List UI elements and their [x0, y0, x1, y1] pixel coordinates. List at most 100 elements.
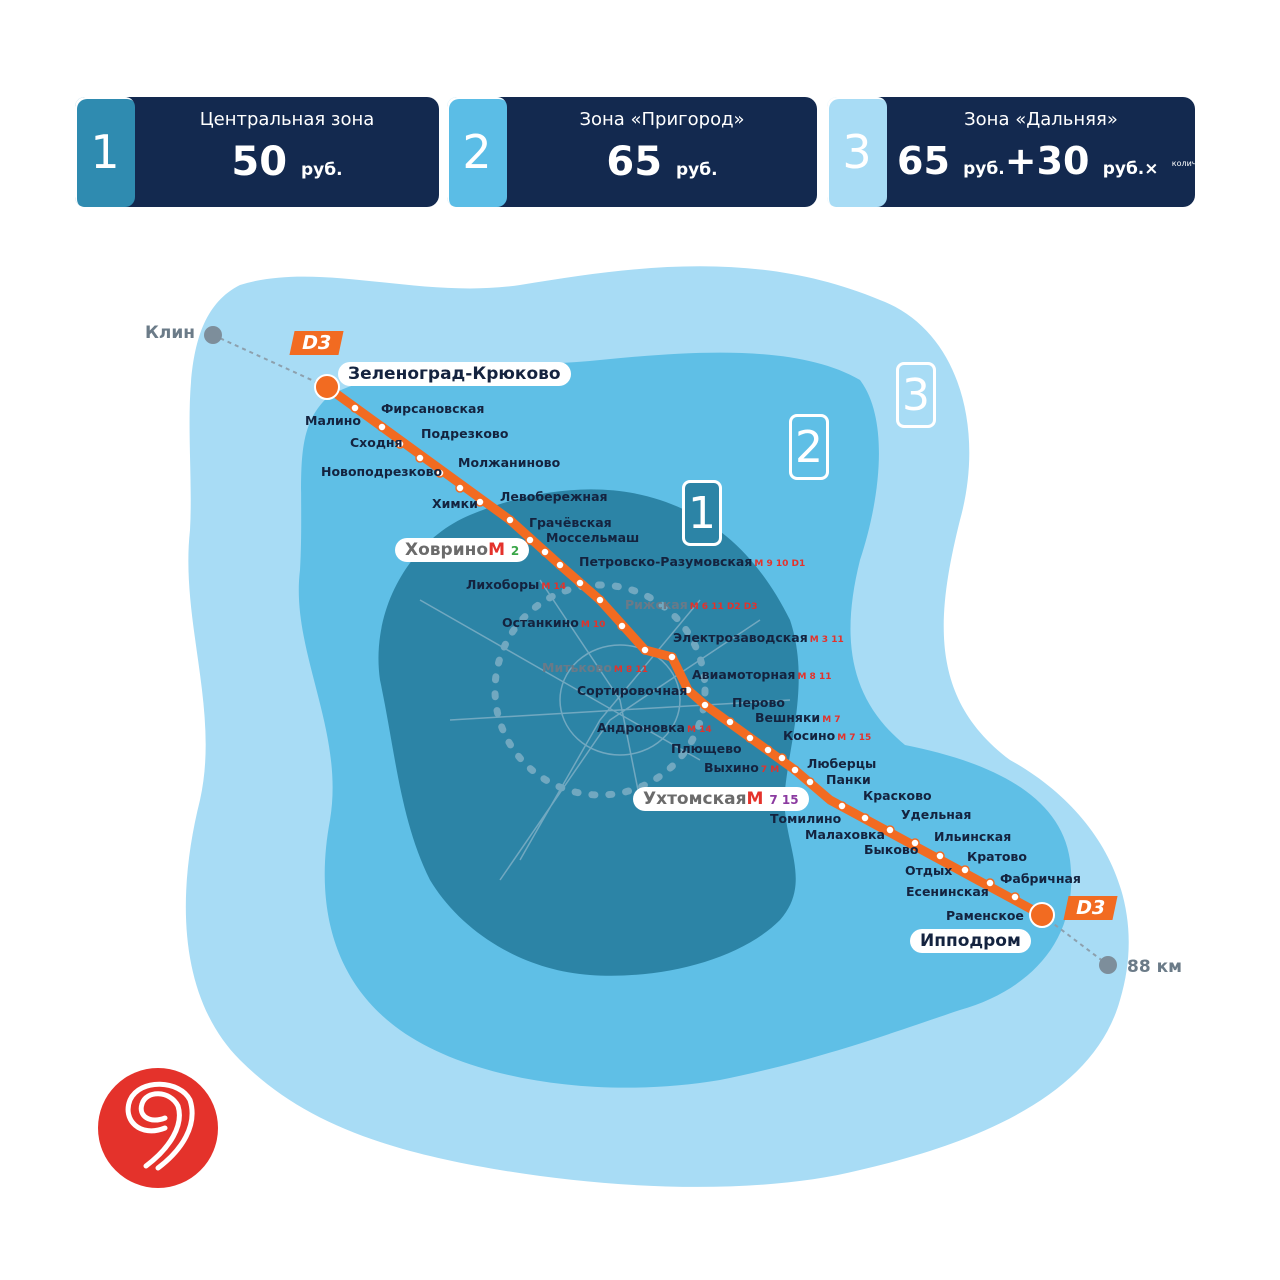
station-dot: [1010, 892, 1020, 902]
station-dot: [885, 825, 895, 835]
terminal-dot-south: [1029, 902, 1055, 928]
terminal-dot-north: [314, 374, 340, 400]
station-label[interactable]: Ильинская: [934, 829, 1011, 844]
station-label[interactable]: Плющево: [671, 741, 742, 756]
d3-badge-south: D3: [1063, 896, 1118, 920]
zone-title: Центральная зона: [199, 109, 375, 130]
station-label[interactable]: Химки: [432, 496, 478, 511]
station-dot: [667, 652, 677, 662]
station-dot: [837, 801, 847, 811]
station-name: Лихоборы: [466, 577, 540, 592]
station-label[interactable]: Кратово: [967, 849, 1027, 864]
station-dot: [640, 645, 650, 655]
station-label[interactable]: Красково: [863, 788, 932, 803]
station-label[interactable]: Сортировочная: [577, 683, 687, 698]
zone-price: 65 руб.: [606, 139, 718, 185]
station-name: Рижская: [625, 597, 688, 612]
station-name: Молжаниново: [458, 455, 561, 470]
station-dot: [377, 422, 387, 432]
station-dot: [555, 560, 565, 570]
fare-card-zone-2: 2 Зона «Пригород» 65 руб.: [447, 97, 817, 207]
station-label[interactable]: Перово: [732, 695, 785, 710]
station-dot: [435, 468, 445, 478]
station-name: Люберцы: [807, 756, 877, 771]
station-name: Фирсановская: [381, 401, 485, 416]
station-dot: [805, 777, 815, 787]
station-name: Малаховка: [805, 827, 885, 842]
station-name: Ильинская: [934, 829, 1012, 844]
station-label[interactable]: Моссельмаш: [546, 530, 639, 545]
fare-card-zone-1: 1 Центральная зона 50 руб.: [75, 97, 439, 207]
station-dot: [935, 851, 945, 861]
station-dot: [617, 621, 627, 631]
station-dot: [725, 717, 735, 727]
zone-price: 50 руб.: [231, 139, 343, 185]
station-label[interactable]: Удельная: [901, 807, 971, 822]
d3-badge-north: D3: [289, 331, 344, 355]
station-name: Новоподрезково: [321, 464, 443, 479]
transfer-tag: M 9 10 D1: [754, 559, 806, 569]
station-hovrino[interactable]: ХовриноM 2: [395, 538, 530, 562]
transfer-tag: M 8 11: [797, 672, 832, 682]
station-uhtomskaya[interactable]: УхтомскаяM 7 15: [633, 787, 809, 811]
station-dots: [350, 403, 1020, 902]
transfer-tag: M 7: [822, 715, 841, 725]
station-label[interactable]: Панки: [826, 772, 871, 787]
station-dot: [575, 578, 585, 588]
zone-number: 1: [75, 97, 135, 207]
station-dot: [595, 595, 605, 605]
station-dot: [475, 497, 485, 507]
zone-note: количество зон за пределами МЦД: [1171, 158, 1280, 168]
station-dot: [777, 753, 787, 763]
zone-number: 2: [447, 97, 507, 207]
station-dot: [700, 700, 710, 710]
station-label[interactable]: Сходня: [350, 435, 403, 450]
end-dot-klin: [204, 326, 222, 344]
station-label[interactable]: Есенинская: [906, 884, 989, 899]
station-label[interactable]: Быково: [864, 842, 918, 857]
station-dot: [860, 813, 870, 823]
station-label[interactable]: Люберцы: [807, 756, 876, 771]
station-name: Останкино: [502, 615, 579, 630]
station-name: Томилино: [770, 811, 842, 826]
station-label[interactable]: Грачёвская: [529, 515, 612, 530]
transfer-tag: M 14: [687, 725, 712, 735]
station-name: Моссельмаш: [546, 530, 640, 545]
station-label[interactable]: Малаховка: [805, 827, 885, 842]
station-label[interactable]: Отдых: [905, 863, 952, 878]
station-label[interactable]: Новоподрезково: [321, 464, 442, 479]
station-label[interactable]: Томилино: [770, 811, 841, 826]
transfer-tag: M 14: [541, 582, 566, 592]
station-label[interactable]: Фирсановская: [381, 401, 484, 416]
station-label[interactable]: Левобережная: [500, 489, 608, 504]
station-dot: [910, 838, 920, 848]
terminal-ippodrom[interactable]: Ипподром: [910, 929, 1031, 953]
station-label[interactable]: Малино: [305, 413, 361, 428]
transfer-tag: M 6 11 D2 D3: [689, 602, 758, 612]
mcd-logo: [98, 1068, 218, 1188]
line-extension-north: [212, 334, 328, 388]
station-name: Сходня: [350, 435, 403, 450]
station-name: Плющево: [671, 741, 742, 756]
station-label[interactable]: Раменское: [946, 908, 1024, 923]
station-label[interactable]: Фабричная: [1000, 871, 1081, 886]
end-dot-88km: [1099, 956, 1117, 974]
station-name: Выхино: [704, 760, 759, 775]
station-label[interactable]: Подрезково: [421, 426, 508, 441]
terminal-zelenograd[interactable]: Зеленоград-Крюково: [338, 362, 571, 386]
transfer-tag: 7 M: [760, 765, 780, 775]
station-dot: [455, 483, 465, 493]
station-label[interactable]: Молжаниново: [458, 455, 560, 470]
